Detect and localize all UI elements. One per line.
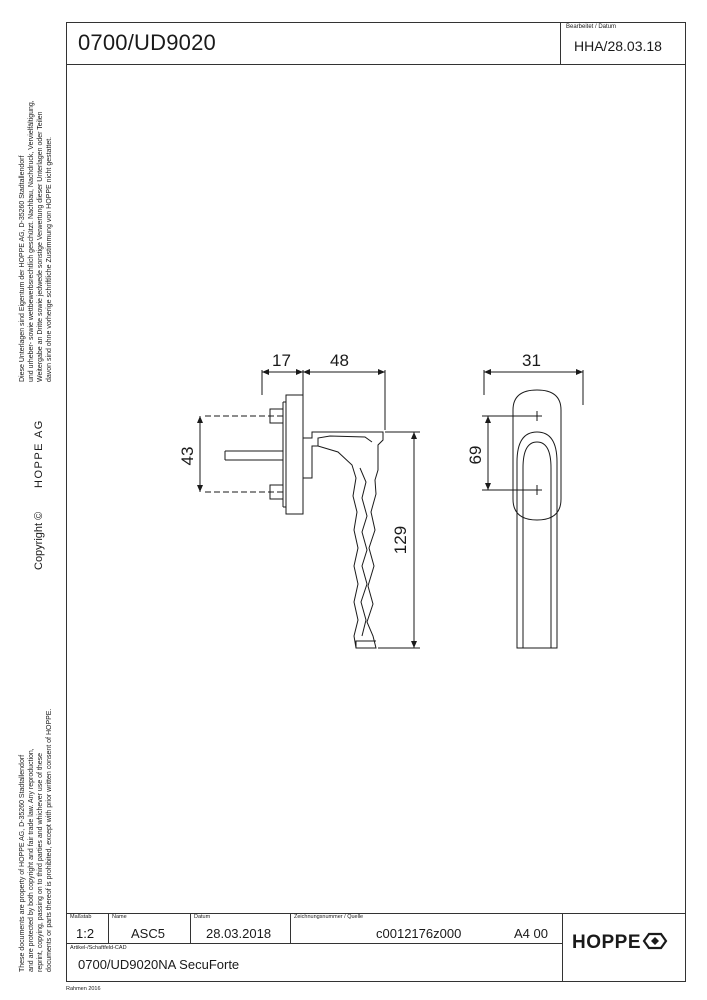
title-block-vline-3: [290, 913, 291, 943]
name-value: ASC5: [131, 926, 165, 941]
handle-side-view: [205, 394, 384, 649]
drawing-number-value: c0012176z000: [376, 926, 462, 941]
dimension-129-label: 129: [391, 526, 410, 554]
header-divider: [66, 64, 686, 65]
title-block-top-line: [66, 913, 686, 914]
scale-label: Maßstab: [70, 914, 92, 920]
title-block-vline-4: [562, 913, 563, 982]
article-value: 0700/UD9020NA SecuForte: [78, 957, 240, 972]
drawing-title: 0700/UD9020: [78, 30, 216, 55]
edit-date-value: HHA/28.03.18: [574, 38, 662, 54]
scale-value: 1:2: [76, 926, 95, 941]
dimension-17-label: 17: [272, 351, 291, 370]
dimension-69-label: 69: [466, 446, 485, 465]
drawing-number-label: Zeichnungsnummer / Quelle: [294, 914, 364, 920]
article-label: Artikel-/Schaftfeld-CAD: [70, 945, 127, 951]
title-block-vline-1: [108, 913, 109, 943]
dimension-lines-side: [197, 369, 420, 649]
edit-date-label: Bearbeitet / Datum: [566, 24, 617, 30]
dimension-43-label: 43: [178, 447, 197, 466]
frame-version-label: Rahmen 2016: [66, 986, 101, 992]
dimension-48-label: 48: [330, 351, 349, 370]
date-label: Datum: [194, 914, 211, 920]
header-column-divider: [560, 22, 561, 64]
format-value: A4 00: [514, 926, 548, 941]
name-label: Name: [112, 914, 127, 920]
drawing-frame: [66, 22, 686, 982]
date-value: 28.03.2018: [206, 926, 272, 941]
hoppe-logo-mark-icon: [642, 932, 668, 950]
title-block-mid-line: [66, 943, 562, 944]
dimension-31-label: 31: [522, 351, 541, 370]
handle-front-view: [512, 389, 562, 649]
hoppe-logo: HOPPE: [572, 932, 668, 954]
dimension-lines-front: [482, 369, 584, 491]
title-block-vline-2: [190, 913, 191, 943]
